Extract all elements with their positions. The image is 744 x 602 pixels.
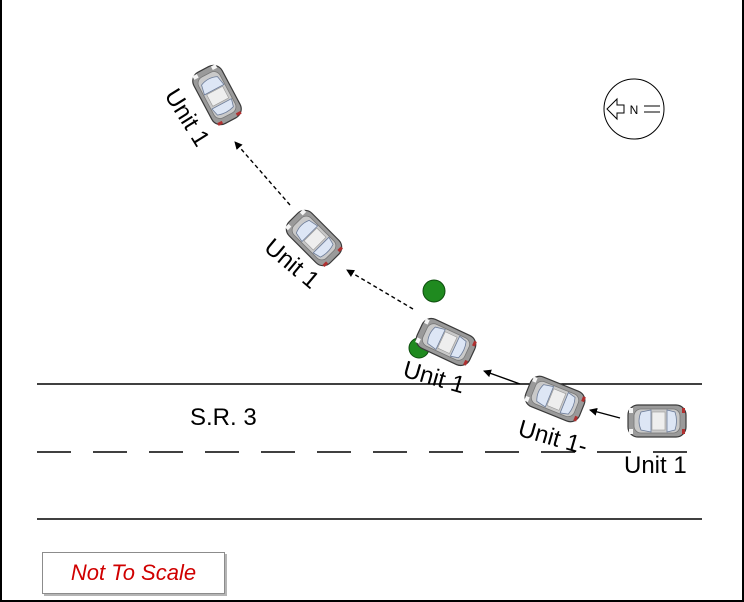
path-arrow-2: [483, 369, 521, 385]
path-arrow-4: [234, 141, 291, 206]
path-arrow-1: [589, 407, 621, 419]
unit-label-position-1: Unit 1: [624, 452, 687, 479]
north-arrow: N: [603, 78, 665, 140]
car-unit-1-position-1: [627, 404, 687, 438]
path-arrow-3: [346, 269, 414, 310]
scale-note: Not To Scale: [70, 560, 197, 585]
north-label: N: [630, 103, 639, 117]
road-label: S.R. 3: [190, 404, 257, 431]
scale-note-box: Not To Scale: [42, 552, 225, 594]
tree-1: [422, 279, 446, 303]
